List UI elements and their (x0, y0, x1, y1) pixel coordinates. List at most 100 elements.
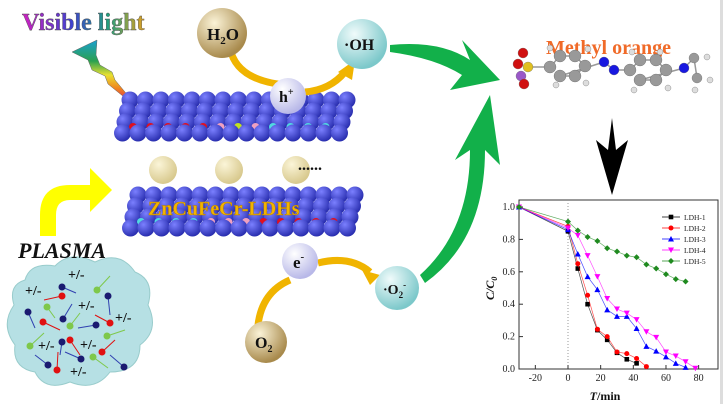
plasma-cloud (6, 256, 153, 386)
data-point (624, 351, 630, 357)
data-point (653, 265, 660, 272)
data-point (516, 204, 523, 210)
data-point (613, 306, 620, 313)
data-point (594, 274, 601, 280)
layer-atom (261, 219, 279, 237)
hole-bubble: h+ (270, 78, 306, 114)
atom (543, 60, 557, 74)
data-point (585, 292, 591, 298)
x-tick-label: 40 (628, 373, 638, 384)
atom (633, 73, 647, 87)
layer-atom (277, 219, 294, 237)
layer-atom (122, 219, 139, 237)
ellipsis: ...... (298, 157, 322, 174)
data-point (565, 225, 571, 232)
data-point (623, 310, 630, 317)
data-point (574, 232, 581, 239)
data-point (643, 343, 650, 349)
yellow-arrow (40, 168, 112, 236)
legend-label: LDH-5 (684, 257, 706, 266)
atom (568, 69, 582, 83)
layer-atom (168, 219, 186, 237)
hole-to-oh-arrow (304, 69, 348, 96)
svg-text:·O2-: ·O2- (383, 280, 406, 300)
o2-bubble: O2 (245, 321, 287, 363)
layer-atom (269, 124, 286, 142)
methyl-orange-molecule (512, 44, 714, 94)
atom (608, 64, 620, 76)
atom (553, 69, 567, 83)
data-point (604, 245, 611, 252)
atom (568, 49, 582, 63)
h2o-bubble: H2O (197, 8, 247, 58)
svg-text:+/-: +/- (115, 311, 132, 326)
data-point (594, 238, 601, 245)
data-point (672, 360, 679, 366)
particle (26, 342, 34, 350)
series-ldh-3: LDH-3 (516, 204, 706, 370)
layer-atom (292, 219, 310, 237)
legend-marker (668, 258, 674, 264)
legend-marker (668, 214, 674, 220)
interlayer-anion (215, 156, 243, 184)
atom (512, 58, 524, 70)
legend-label: LDH-1 (684, 213, 706, 222)
legend-marker (668, 225, 674, 231)
data-point (614, 349, 620, 355)
y-axis-label: C/C0 (483, 277, 499, 300)
particle (59, 315, 67, 323)
data-point (584, 273, 591, 280)
data-point (604, 337, 610, 343)
particle (92, 321, 100, 329)
layer-atom (114, 124, 131, 142)
atom (656, 48, 664, 56)
down-arrow (596, 118, 628, 195)
particle (104, 292, 112, 300)
data-point (604, 334, 610, 340)
layer-atom (176, 124, 193, 142)
layer-atom (145, 124, 162, 142)
data-point (585, 301, 590, 307)
data-point (682, 359, 689, 365)
data-point (633, 254, 640, 261)
data-point (653, 334, 660, 341)
layer-atom (184, 219, 201, 237)
atom (630, 86, 638, 94)
y-tick-label: 0.6 (503, 267, 516, 278)
atom (706, 76, 714, 84)
layer-atom (300, 124, 317, 142)
atom (691, 86, 699, 94)
atom (553, 49, 567, 63)
legend-label: LDH-2 (684, 224, 706, 233)
y-tick-label: 1.0 (503, 202, 516, 213)
interlayer-anion (282, 156, 310, 184)
data-point (662, 353, 669, 360)
data-point (575, 261, 581, 267)
series-ldh-4: LDH-4 (516, 204, 706, 372)
data-point (672, 353, 679, 360)
x-tick-label: 80 (694, 373, 704, 384)
series-line (518, 206, 696, 369)
ldh-bottom-layer (122, 186, 364, 237)
atom (649, 73, 663, 87)
plasma-label: PLASMA (17, 238, 106, 263)
data-point (575, 266, 581, 271)
svg-text:+/-: +/- (78, 299, 95, 314)
data-point (682, 278, 689, 285)
particle (44, 361, 52, 369)
particle (120, 363, 128, 371)
particle (77, 355, 85, 363)
data-point (584, 253, 591, 259)
layer-atom (199, 219, 217, 237)
layer-atom (191, 124, 209, 142)
particle (66, 322, 74, 330)
svg-text:O2: O2 (255, 335, 272, 355)
series-ldh-1: LDH-1 (516, 204, 706, 366)
plot-frame (518, 199, 719, 370)
y-tick-label: 0.8 (503, 234, 516, 245)
data-point (633, 317, 640, 323)
data-point (643, 364, 649, 370)
particle (98, 348, 106, 356)
interlayer-anions (149, 156, 310, 184)
